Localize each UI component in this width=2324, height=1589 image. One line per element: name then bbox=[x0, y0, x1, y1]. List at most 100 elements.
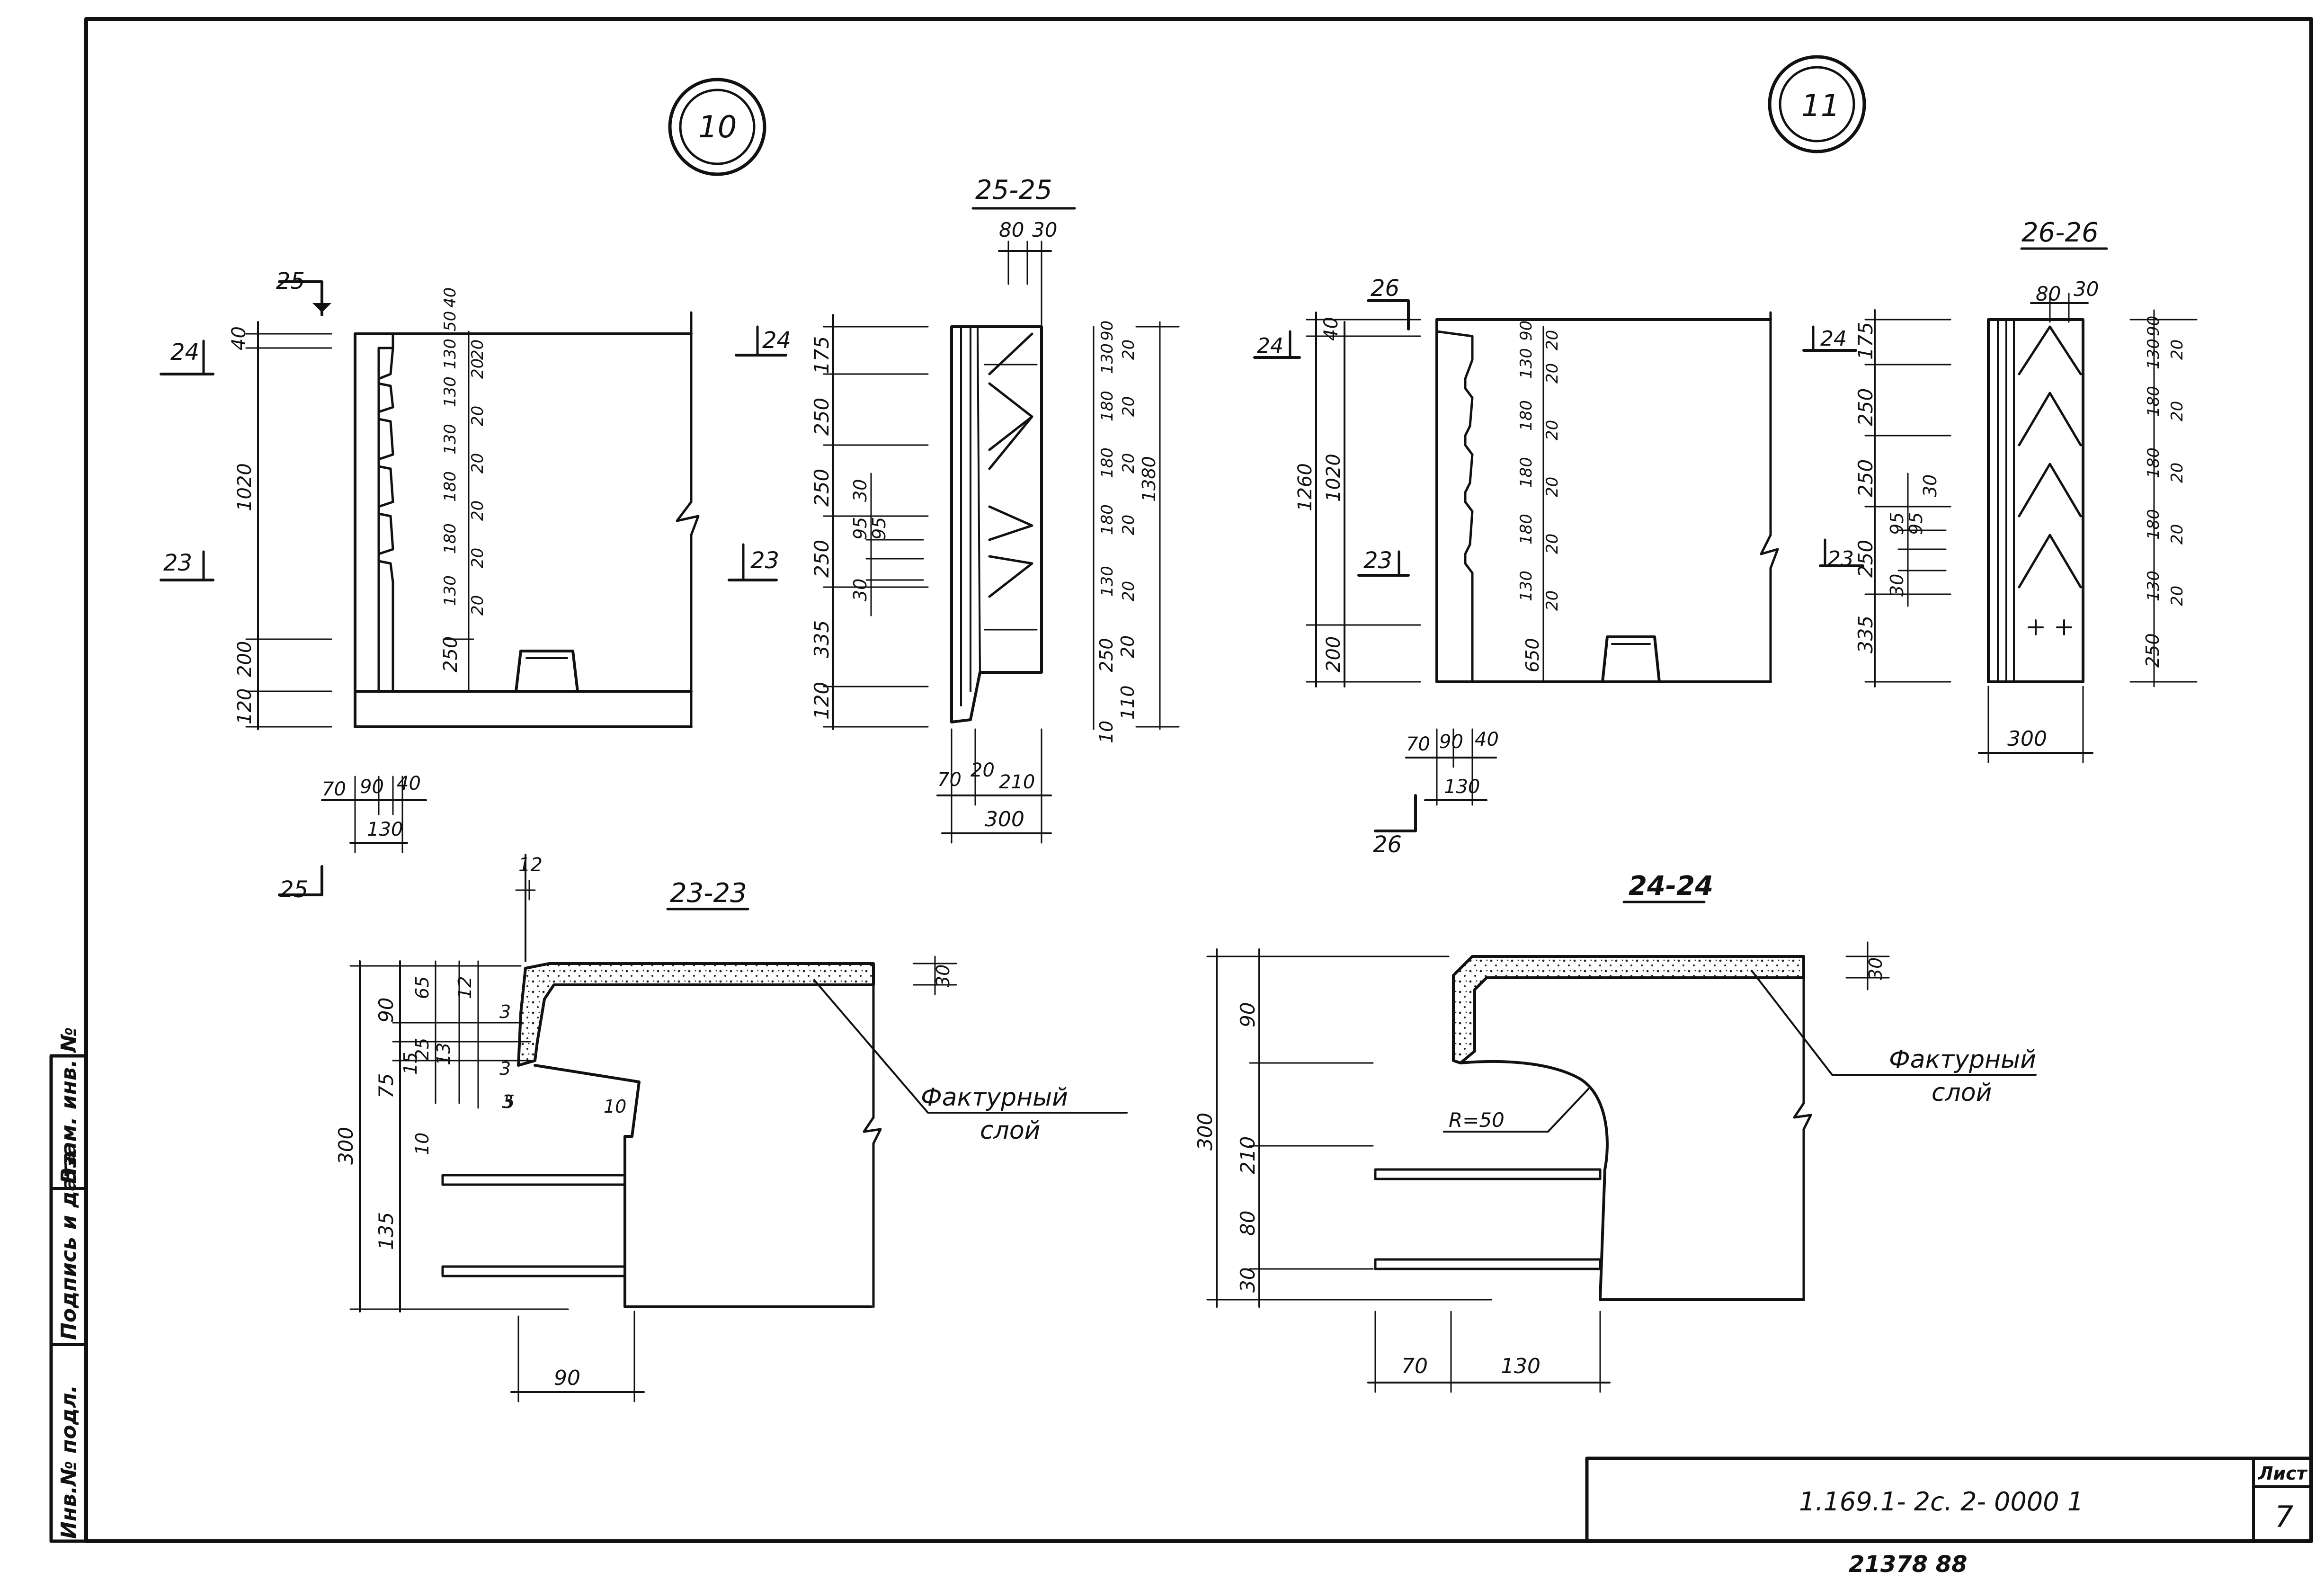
sec24-callout-1: Фактурный bbox=[1889, 1045, 2036, 1074]
stamp-col-2: Подпись и дата bbox=[57, 1151, 81, 1340]
node10-rib-3: 180 bbox=[441, 471, 460, 502]
sec25-r-7: 20 bbox=[1119, 581, 1138, 601]
sec25-r-1380: 1380 bbox=[1139, 456, 1159, 502]
sec25-m-30a: 30 bbox=[850, 479, 871, 502]
sec26-r-250: 250 bbox=[2142, 633, 2163, 668]
node10-cut-24: 24 bbox=[170, 339, 199, 366]
marker-11-label: 11 bbox=[1801, 89, 1840, 124]
node11-cut-24: 24 bbox=[1257, 334, 1283, 358]
node11-rib-650: 650 bbox=[1522, 638, 1543, 672]
node10-dim-200: 200 bbox=[234, 641, 256, 677]
sec25-top-30: 30 bbox=[1032, 218, 1057, 241]
sec25-r-20: 20 bbox=[1117, 635, 1138, 658]
sec24-80: 80 bbox=[1236, 1211, 1259, 1236]
sec24-30r: 30 bbox=[1865, 957, 1886, 980]
sec23-135: 135 bbox=[374, 1212, 398, 1250]
node10-rib-6: 130 bbox=[441, 339, 460, 369]
sec23-5: 5 bbox=[503, 1091, 515, 1112]
sheet-label: Лист bbox=[2258, 1463, 2308, 1484]
sec24-210: 210 bbox=[1236, 1136, 1259, 1174]
node10-rib-2: 180 bbox=[441, 523, 460, 554]
sec26-r-4: 180 bbox=[2144, 386, 2163, 417]
node10-rib-15: 20 bbox=[468, 339, 487, 360]
node11-b-90: 90 bbox=[1439, 731, 1463, 753]
section-24-24: 24-24 R=50 300 90 210 80 30 70 130 bbox=[1193, 871, 2037, 1393]
sec25-title: 25-25 bbox=[975, 175, 1052, 205]
sec23-10a: 10 bbox=[604, 1096, 626, 1117]
node10-rib-12: 20 bbox=[468, 453, 487, 473]
sec25-l-250a: 250 bbox=[810, 398, 833, 436]
sec26-l-250c: 250 bbox=[1854, 540, 1877, 578]
sec26-l-250b: 250 bbox=[1854, 459, 1877, 497]
node11-rib-7: 20 bbox=[1543, 590, 1562, 611]
node11-rib-4: 180 bbox=[1517, 400, 1536, 431]
sec25-b-300: 300 bbox=[985, 807, 1024, 831]
sec26-l-335: 335 bbox=[1854, 616, 1877, 653]
node11-rib-9: 20 bbox=[1543, 477, 1562, 497]
sec23-15: 15 bbox=[400, 1052, 421, 1075]
sec25-r-9: 20 bbox=[1119, 453, 1138, 473]
sec25-r-8: 20 bbox=[1119, 515, 1138, 535]
node10-cut-25-top: 25 bbox=[276, 268, 305, 295]
document-code: 1.169.1- 2с. 2- 0000 1 bbox=[1799, 1487, 2084, 1517]
sec23-b-90: 90 bbox=[554, 1366, 580, 1390]
sec26-top-80: 80 bbox=[2036, 282, 2061, 305]
node11-rib-1: 130 bbox=[1517, 571, 1536, 601]
node10-rib-8: 40 bbox=[441, 287, 460, 308]
sec23-13: 13 bbox=[433, 1043, 454, 1065]
sec23-12: 12 bbox=[454, 976, 475, 999]
sec26-r-1: 130 bbox=[2144, 571, 2163, 601]
print-mark: 21378 88 bbox=[1849, 1551, 1968, 1578]
sec23-30: 30 bbox=[933, 964, 953, 987]
sec25-l-335: 335 bbox=[810, 620, 833, 658]
node10-rib-10: 20 bbox=[468, 548, 487, 568]
node10-b-70: 70 bbox=[322, 778, 346, 800]
sec25-m-95b: 95 bbox=[869, 517, 890, 540]
stamp-col-1: Инв.№ подл. bbox=[57, 1385, 81, 1539]
node10-cut-25-bottom: 25 bbox=[279, 876, 308, 903]
node10-rib-14: 20 bbox=[468, 358, 487, 379]
sec25-m-95a: 95 bbox=[850, 517, 871, 540]
sec24-300: 300 bbox=[1193, 1113, 1217, 1151]
sec23-300: 300 bbox=[334, 1127, 357, 1165]
sec26-title: 26-26 bbox=[2021, 217, 2099, 248]
section-26-26: 26-26 80 30 175 250 250 250 335 bbox=[1802, 217, 2198, 763]
marker-10: 10 bbox=[668, 78, 766, 176]
section-25-25: 25-25 80 30 175 250 250 250 335 bbox=[728, 175, 1180, 844]
sec23-25: 25 bbox=[412, 1038, 433, 1061]
sec26-m-30a: 30 bbox=[1920, 474, 1941, 497]
sec26-r-2: 180 bbox=[2144, 509, 2163, 540]
sec26-r-6: 90 bbox=[2144, 316, 2163, 336]
sec25-top-80: 80 bbox=[999, 218, 1024, 241]
sec26-top-30: 30 bbox=[2074, 277, 2099, 301]
node11-rib-3: 180 bbox=[1517, 457, 1536, 488]
sec24-radius: R=50 bbox=[1449, 1108, 1505, 1132]
sec23-callout-1: Фактурный bbox=[921, 1083, 1068, 1112]
sec24-title: 24-24 bbox=[1629, 871, 1713, 902]
sec25-m-30b: 30 bbox=[850, 579, 871, 601]
sec23-3c: 3 bbox=[499, 1058, 511, 1079]
node10-dim-250: 250 bbox=[440, 636, 462, 672]
sec24-30: 30 bbox=[1236, 1268, 1259, 1293]
node11-rib-2: 180 bbox=[1517, 514, 1536, 545]
sec23-75: 75 bbox=[374, 1073, 398, 1098]
node10-rib-11: 20 bbox=[468, 500, 487, 521]
node10-cut-23: 23 bbox=[163, 550, 192, 576]
sec25-b-210: 210 bbox=[999, 771, 1035, 793]
node11-b-70: 70 bbox=[1406, 733, 1430, 755]
node11-dim-1020: 1020 bbox=[1323, 454, 1345, 502]
sec25-l-250b: 250 bbox=[810, 469, 833, 507]
sec25-b-70: 70 bbox=[937, 769, 962, 791]
sec26-r-11: 20 bbox=[2168, 339, 2187, 360]
node11-cut-26-bottom: 26 bbox=[1373, 831, 1402, 858]
node10-rib-1: 130 bbox=[441, 575, 460, 606]
node10-rib-13: 20 bbox=[468, 406, 487, 426]
sec25-b-20: 20 bbox=[971, 759, 995, 781]
sheet-number: 7 bbox=[2275, 1500, 2293, 1534]
sec25-r-11: 20 bbox=[1119, 339, 1138, 360]
sec25-l-175: 175 bbox=[810, 336, 833, 374]
sec25-cut-24: 24 bbox=[762, 327, 791, 354]
title-block: 1.169.1- 2с. 2- 0000 1 Лист 7 21378 88 bbox=[1585, 1456, 2313, 1578]
node11-dim-200: 200 bbox=[1323, 636, 1345, 672]
